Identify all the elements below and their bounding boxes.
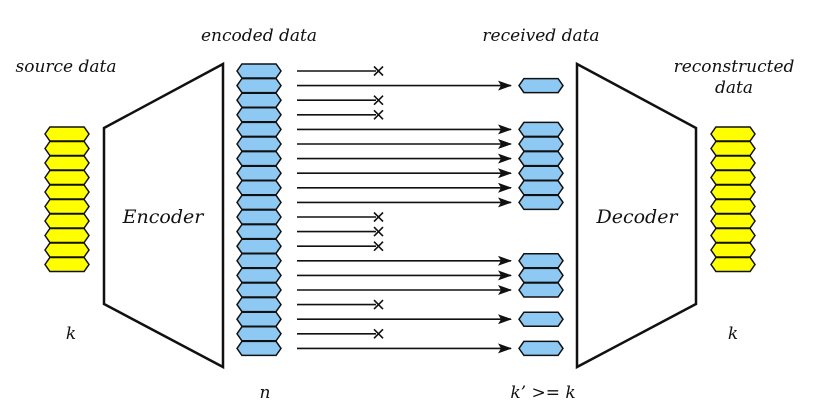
reconstructed-data-label-line1: reconstructed: [674, 57, 795, 77]
encoded-cell: [236, 209, 282, 225]
lost-x-mark: [373, 65, 384, 77]
encoded-cell: [236, 194, 282, 211]
encoded-data-label: encoded data: [201, 26, 317, 46]
received-data-label: received data: [482, 26, 599, 46]
encoded-cell: [236, 165, 282, 181]
encoded-cell: [236, 150, 282, 167]
encoded-cell: [236, 63, 282, 79]
reconstructed-cell: [710, 155, 756, 171]
lost-x-mark: [373, 299, 384, 310]
source-cell: [44, 213, 90, 229]
k-reconstructed-label: k: [728, 324, 738, 344]
encoded-cell: [236, 238, 282, 254]
lost-x-mark: [373, 226, 384, 237]
n-encoded-label: n: [260, 383, 271, 403]
encoded-cell: [236, 121, 282, 138]
received-cell: [518, 340, 564, 357]
reconstructed-cell: [710, 169, 756, 186]
source-cell: [44, 256, 90, 273]
reconstructed-data-stack: [710, 126, 756, 273]
encoder-block: [102, 61, 225, 370]
received-cell: [518, 282, 564, 298]
source-data-label: source data: [15, 57, 116, 77]
source-cell: [44, 242, 90, 258]
encoded-cell: [236, 340, 282, 357]
received-cell: [518, 311, 564, 327]
lost-x-mark: [373, 95, 384, 106]
encoded-cell: [236, 253, 282, 269]
lost-x-mark: [373, 328, 384, 339]
received-cell: [518, 180, 564, 196]
received-cell: [518, 121, 564, 138]
source-cell: [44, 169, 90, 186]
reconstructed-cell: [710, 140, 756, 157]
reconstructed-cell: [710, 184, 756, 200]
source-cell: [44, 227, 90, 244]
reconstructed-cell: [710, 256, 756, 273]
source-data-stack: [44, 126, 90, 273]
received-cell: [518, 253, 564, 269]
encoded-cell: [236, 223, 282, 240]
lost-x-mark: [373, 211, 384, 223]
received-cell: [518, 136, 564, 152]
reconstructed-cell: [710, 126, 756, 142]
received-cell: [518, 194, 564, 211]
received-cell: [518, 77, 564, 94]
reconstructed-cell: [710, 198, 756, 215]
source-cell: [44, 198, 90, 215]
encoded-cell: [236, 107, 282, 123]
received-cell: [518, 165, 564, 181]
source-cell: [44, 155, 90, 171]
encoded-cell: [236, 296, 282, 313]
encoded-cell: [236, 136, 282, 152]
reconstructed-data-label-line2: data: [715, 78, 753, 98]
lost-x-mark: [373, 109, 384, 120]
encoded-cell: [236, 311, 282, 327]
reconstructed-cell: [710, 242, 756, 258]
k-received-label: k’ >= k: [510, 383, 575, 403]
lost-x-mark: [373, 241, 384, 252]
source-cell: [44, 184, 90, 200]
received-cell: [518, 150, 564, 167]
received-data-stack: [518, 77, 564, 357]
decoder-block: [575, 61, 698, 370]
encoded-cell: [236, 282, 282, 298]
encoded-cell: [236, 77, 282, 94]
k-source-label: k: [66, 324, 76, 344]
transmission-arrows: [297, 65, 512, 354]
source-cell: [44, 126, 90, 142]
decoder-label: Decoder: [595, 206, 679, 228]
encoded-cell: [236, 92, 282, 108]
encoded-data-stack: [236, 63, 282, 357]
reconstructed-cell: [710, 213, 756, 229]
encoded-cell: [236, 326, 282, 342]
encoded-cell: [236, 267, 282, 284]
received-cell: [518, 267, 564, 284]
encoded-cell: [236, 180, 282, 196]
reconstructed-cell: [710, 227, 756, 244]
encoder-label: Encoder: [122, 206, 206, 228]
source-cell: [44, 140, 90, 157]
